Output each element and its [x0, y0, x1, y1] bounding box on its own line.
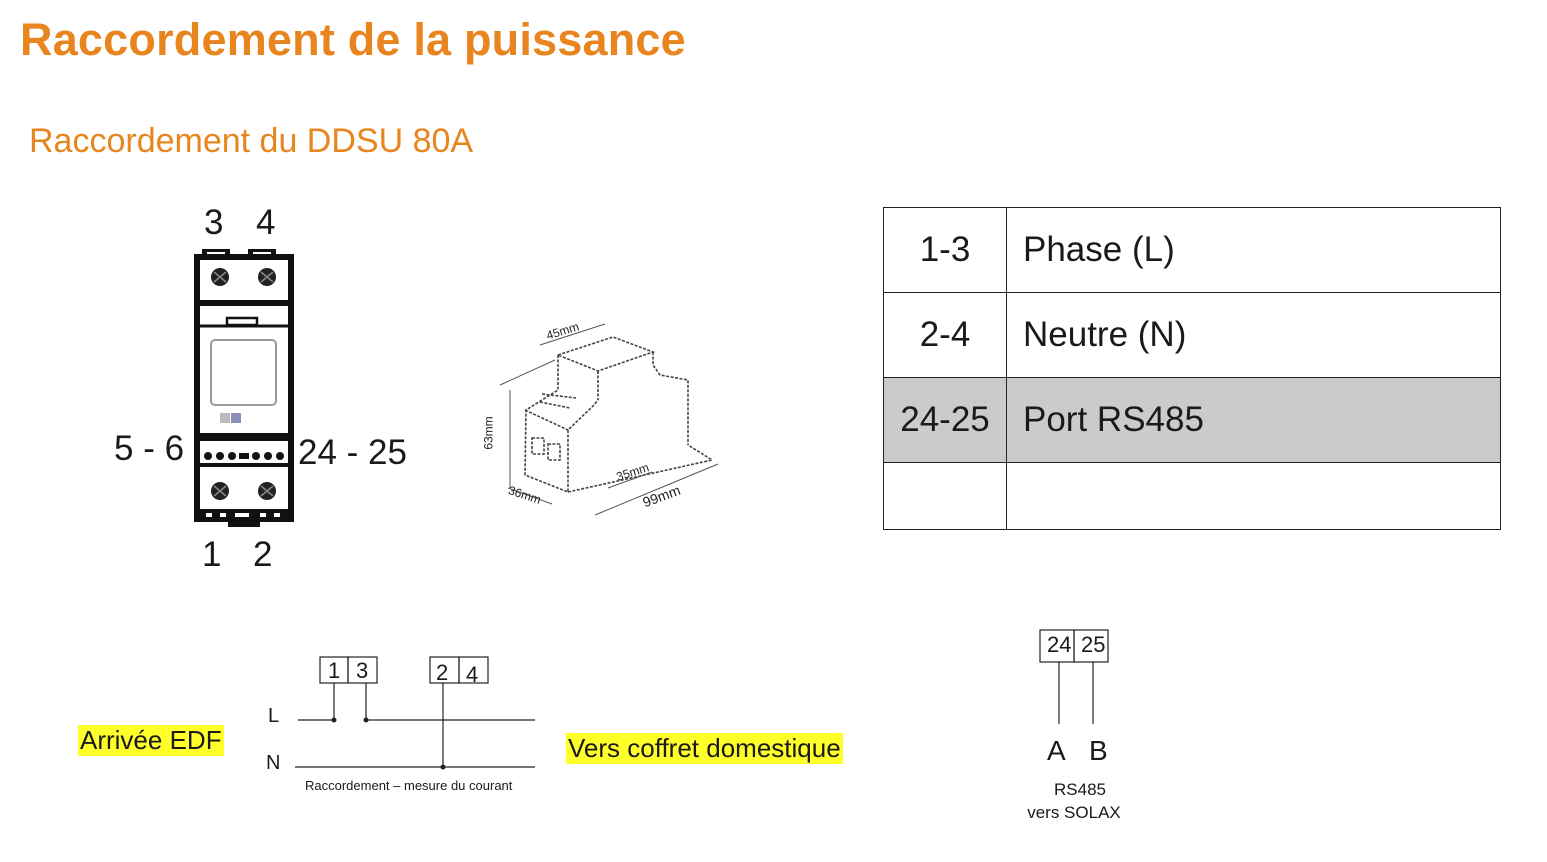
page-title: Raccordement de la puissance [20, 14, 686, 65]
rs485-caption-line2: vers SOLAX [1027, 803, 1121, 822]
desc-cell: Port RS485 [1006, 377, 1501, 463]
terminal-label-3: 3 [204, 203, 224, 242]
terminal-box-4: 4 [466, 662, 479, 687]
pin-assignment-table: 1-3 Phase (L) 2-4 Neutre (N) 24-25 Port … [883, 207, 1501, 530]
dim-63mm: 63mm [481, 416, 496, 450]
meter-3d-icon [499, 323, 719, 516]
table-row-empty [883, 462, 1501, 530]
meter-front-icon [194, 249, 294, 527]
meter-front-diagram: 3 4 5 - 6 24 - 25 1 2 [100, 195, 430, 585]
rs485-terminal-25: 25 [1081, 632, 1106, 657]
desc-cell [1006, 462, 1501, 530]
line-l-label: L [268, 705, 280, 727]
pin-cell: 1-3 [883, 207, 1007, 293]
table-row-highlighted: 24-25 Port RS485 [883, 377, 1501, 463]
terminal-label-4: 4 [256, 203, 276, 242]
table-row: 1-3 Phase (L) [883, 207, 1501, 293]
terminal-box-1: 1 [328, 658, 341, 683]
wiring-caption: Raccordement – mesure du courant [305, 778, 513, 793]
terminal-label-5-6: 5 - 6 [114, 429, 185, 468]
pin-cell: 2-4 [883, 292, 1007, 378]
terminal-box-3: 3 [356, 658, 369, 683]
rs485-terminal-24: 24 [1047, 632, 1072, 657]
page-subtitle: Raccordement du DDSU 80A [29, 122, 474, 160]
terminal-label-24-25: 24 - 25 [298, 433, 407, 472]
desc-cell: Neutre (N) [1006, 292, 1501, 378]
meter-3d-diagram: 45mm 63mm 36mm 35mm 99mm [480, 310, 740, 530]
rs485-wire-b-label: B [1089, 735, 1108, 766]
rs485-lines [1039, 629, 1109, 724]
table-row: 2-4 Neutre (N) [883, 292, 1501, 378]
vers-coffret-label: Vers coffret domestique [566, 733, 843, 764]
terminal-label-2: 2 [253, 535, 273, 574]
pin-cell: 24-25 [883, 377, 1007, 463]
pin-cell [883, 462, 1007, 530]
desc-cell: Phase (L) [1006, 207, 1501, 293]
terminal-label-1: 1 [202, 535, 222, 574]
line-n-label: N [266, 752, 281, 774]
rs485-caption-line1: RS485 [1054, 780, 1106, 799]
rs485-wire-a-label: A [1047, 735, 1066, 766]
terminal-box-2: 2 [436, 660, 449, 685]
wiring-lines [295, 656, 535, 770]
arrivee-edf-label: Arrivée EDF [78, 725, 224, 756]
